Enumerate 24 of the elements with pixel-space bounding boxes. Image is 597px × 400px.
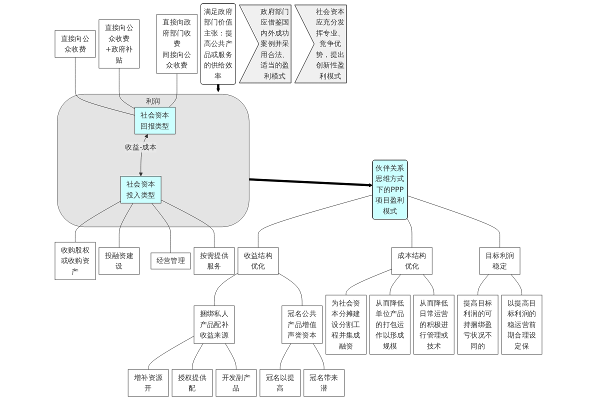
connector — [74, 200, 121, 242]
connector — [151, 202, 171, 254]
connector — [346, 268, 392, 296]
connector — [148, 336, 194, 370]
connector — [478, 274, 489, 296]
connector — [390, 274, 401, 296]
connector — [407, 196, 500, 248]
connector — [258, 194, 373, 248]
connector — [168, 73, 178, 108]
connector — [510, 274, 522, 296]
connector — [160, 200, 214, 248]
connector — [278, 272, 302, 306]
connector — [192, 343, 204, 370]
connector — [312, 343, 324, 370]
arrow — [216, 84, 220, 92]
connector — [280, 343, 292, 370]
connector — [74, 57, 136, 116]
connector — [118, 202, 134, 248]
connector — [225, 343, 236, 370]
connector — [406, 218, 412, 248]
connector — [118, 68, 136, 109]
arrow — [249, 178, 373, 188]
connector — [214, 272, 238, 306]
connector — [422, 274, 434, 296]
